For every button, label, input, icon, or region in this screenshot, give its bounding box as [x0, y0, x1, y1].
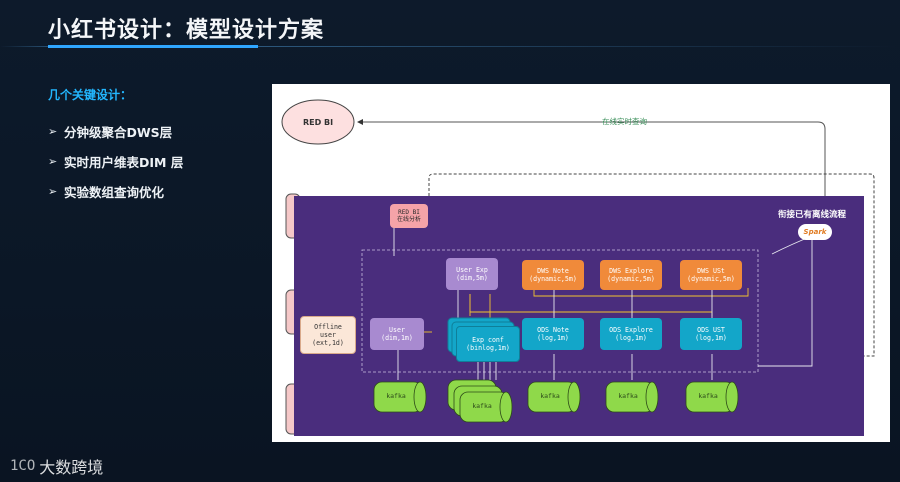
offline-flow-label: 衔接已有离线流程: [778, 210, 847, 220]
dws-explore-node: DWS Explore (dynamic,5m): [600, 260, 662, 290]
realtime-query-arrow: [357, 119, 826, 216]
node-line1: Exp conf: [472, 335, 504, 344]
bullet-label: 实时用户维表DIM 层: [64, 154, 184, 170]
realtime-dashed-box: [361, 249, 759, 373]
node-line2: (log,1m): [615, 334, 647, 342]
kafka-label: kafka: [472, 402, 492, 410]
brand-logo: 1CO 大数跨境: [10, 454, 103, 478]
node-line2: (dynamic,5m): [687, 275, 735, 283]
kafka-label: kafka: [386, 392, 406, 400]
node-line1: User: [389, 325, 405, 334]
kafka-label: kafka: [618, 392, 638, 400]
offline-user-node: Offline user (ext,1d): [300, 316, 356, 354]
diagram-canvas: [281, 99, 875, 436]
realtime-query-label: 在线实时查询: [602, 117, 647, 126]
node-line2: (dynamic,5m): [529, 275, 577, 283]
node-line2: (log,1m): [537, 334, 569, 342]
red-bi-label: RED BI: [302, 117, 334, 127]
bullet-item-3: ➢ 实验数组查询优化: [48, 176, 183, 206]
node-line1: ODS Note: [537, 325, 569, 334]
title-divider: [0, 46, 900, 47]
node-line2: (binlog,1m): [466, 344, 510, 352]
node-line2: (dynamic,5m): [607, 275, 655, 283]
dws-ust-node: DWS USt (dynamic,5m): [680, 260, 742, 290]
bullet-list: ➢ 分钟级聚合DWS层 ➢ 实时用户维表DIM 层 ➢ 实验数组查询优化: [48, 116, 183, 206]
node-line1: DWS Note: [537, 266, 569, 275]
red-bi-ellipse: [281, 99, 355, 145]
node-line1: ODS Explore: [609, 325, 653, 334]
ods-explore-node: ODS Explore (log,1m): [600, 318, 662, 350]
node-line2: (dim,1m): [381, 334, 413, 342]
title-accent-bar: [48, 45, 258, 48]
node-line2: user: [320, 330, 336, 339]
kafka-label: kafka: [698, 392, 718, 400]
node-line1: Offline: [314, 322, 342, 331]
dws-note-node: DWS Note (dynamic,5m): [522, 260, 584, 290]
dim-user-node: User (dim,1m): [370, 318, 424, 350]
brand-mark-icon: 1CO: [10, 458, 36, 474]
ods-note-node: ODS Note (log,1m): [522, 318, 584, 350]
node-line1: ODS UST: [697, 325, 725, 334]
red-bi-small-line1: RED BI: [398, 208, 420, 216]
node-line1: User Exp: [456, 265, 488, 274]
red-bi-small-line2: 在线分析: [396, 216, 421, 223]
section-label: 几个关键设计：: [48, 88, 133, 102]
page-title: 小红书设计：模型设计方案: [48, 18, 325, 43]
kafka-cylinders: [373, 379, 739, 423]
arrow-bullet-icon: ➢: [48, 154, 58, 168]
node-line1: DWS USt: [697, 266, 725, 275]
offline-dashed-loop: [428, 173, 875, 357]
bullet-label: 分钟级聚合DWS层: [64, 124, 173, 140]
node-line2: (log,1m): [695, 334, 727, 342]
dws-user-exp-node: User Exp (dim,5m): [446, 258, 498, 290]
red-bi-small-box: RED BI 在线分析: [390, 204, 428, 228]
architecture-diagram: RED BI 在线实时查询 RED BI 在线分析 衔接已有离线流程 Spark…: [272, 84, 890, 442]
arrow-bullet-icon: ➢: [48, 124, 58, 138]
bullet-item-2: ➢ 实时用户维表DIM 层: [48, 146, 183, 176]
bullet-item-1: ➢ 分钟级聚合DWS层: [48, 116, 183, 146]
node-line3: (ext,1d): [312, 339, 344, 348]
ods-ust-node: ODS UST (log,1m): [680, 318, 742, 350]
spark-logo: Spark: [798, 224, 832, 240]
kafka-label: kafka: [540, 392, 560, 400]
node-line1: DWS Explore: [609, 266, 653, 275]
arrow-bullet-icon: ➢: [48, 184, 58, 198]
node-line2: (dim,5m): [456, 274, 488, 282]
bullet-label: 实验数组查询优化: [64, 184, 165, 200]
exp-conf-node: Exp conf (binlog,1m): [456, 326, 520, 362]
brand-name: 大数跨境: [39, 458, 104, 477]
